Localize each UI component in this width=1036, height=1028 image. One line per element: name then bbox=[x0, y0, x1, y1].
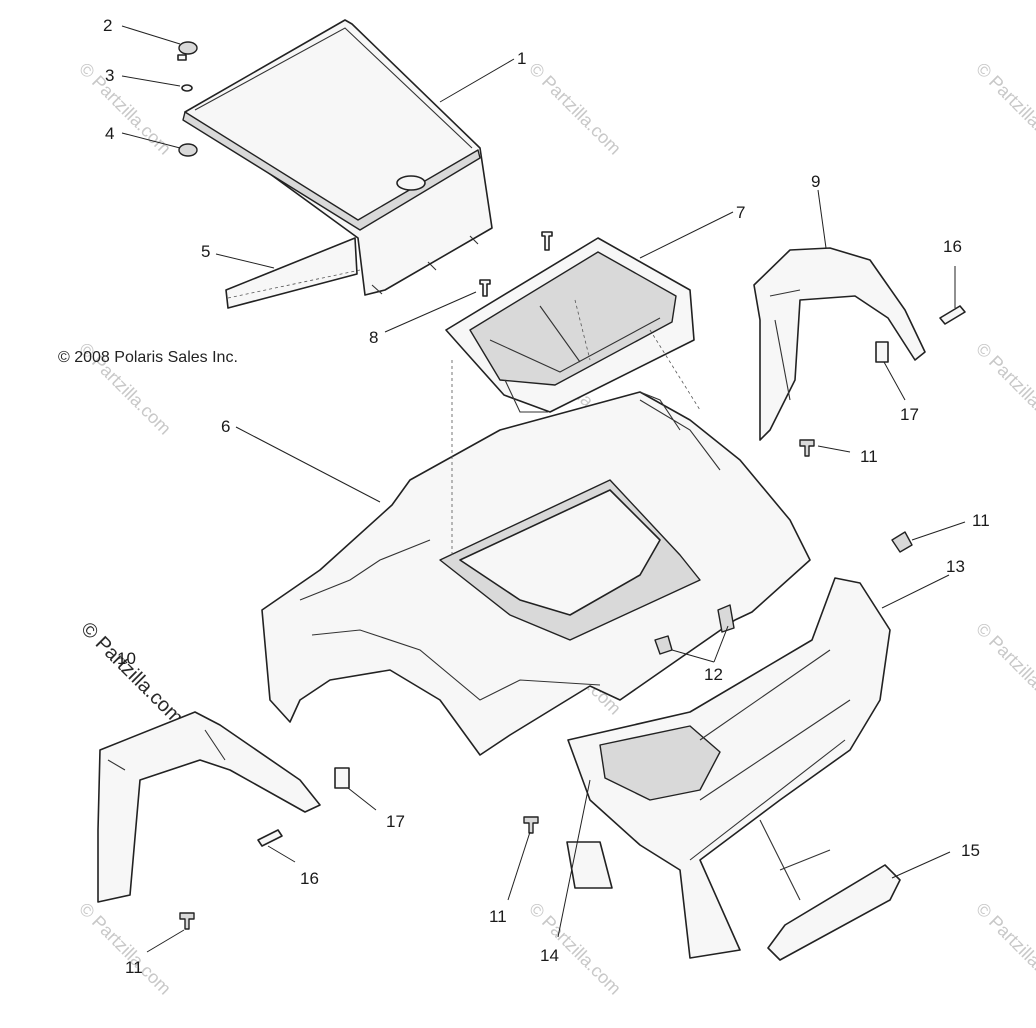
watermark-text: © Partzilla.com bbox=[972, 619, 1036, 719]
callout-16: 16 bbox=[300, 869, 319, 888]
skid-plate-icon bbox=[767, 864, 901, 961]
callout-7: 7 bbox=[736, 203, 745, 222]
callout-11: 11 bbox=[860, 447, 878, 466]
decal-icon bbox=[566, 841, 613, 889]
screw-icon bbox=[654, 604, 735, 655]
callout-9: 9 bbox=[811, 172, 820, 191]
callout-8: 8 bbox=[369, 328, 378, 347]
watermark-text: © Partzilla.com bbox=[525, 59, 625, 159]
storage-tray-icon bbox=[445, 237, 695, 413]
grommet-icon bbox=[177, 41, 198, 157]
callout-1: 1 bbox=[517, 49, 526, 68]
callout-3: 3 bbox=[105, 66, 114, 85]
callout-11: 11 bbox=[125, 958, 143, 977]
callout-17: 17 bbox=[386, 812, 405, 831]
bolt-icon bbox=[257, 305, 966, 847]
watermark-text: © Partzilla.com bbox=[972, 899, 1036, 999]
callout-5: 5 bbox=[201, 242, 210, 261]
callout-12: 12 bbox=[704, 665, 723, 684]
callout-11: 11 bbox=[489, 907, 507, 926]
leader-lines bbox=[121, 25, 966, 953]
left-fender-icon bbox=[97, 711, 321, 903]
watermark-text: © Partzilla.com bbox=[972, 59, 1036, 159]
front-bumper-icon bbox=[567, 577, 891, 959]
decal-icon bbox=[225, 237, 358, 309]
callout-labels: 2 3 4 1 5 6 7 8 9 10 11 11 11 11 12 13 1… bbox=[103, 16, 990, 977]
callout-11: 11 bbox=[972, 511, 990, 530]
callout-10: 10 bbox=[117, 649, 136, 668]
front-cab-icon bbox=[261, 299, 811, 756]
callout-13: 13 bbox=[946, 557, 965, 576]
right-fender-icon bbox=[753, 247, 926, 441]
clip-icon bbox=[334, 341, 889, 789]
callout-15: 15 bbox=[961, 841, 980, 860]
watermark-text-dark: © Partzilla.com bbox=[76, 618, 187, 729]
push-rivet-icon bbox=[179, 439, 913, 930]
callout-14: 14 bbox=[540, 946, 559, 965]
watermark-text: © Partzilla.com bbox=[75, 899, 175, 999]
storage-lid-icon bbox=[182, 19, 493, 296]
callout-4: 4 bbox=[105, 124, 114, 143]
screw-icon bbox=[479, 231, 553, 297]
callout-6: 6 bbox=[221, 417, 230, 436]
copyright-notice: © 2008 Polaris Sales Inc. bbox=[58, 349, 238, 366]
watermark-text: © Partzilla.com bbox=[972, 339, 1036, 439]
callout-17: 17 bbox=[900, 405, 919, 424]
callout-2: 2 bbox=[103, 16, 112, 35]
callout-16: 16 bbox=[943, 237, 962, 256]
watermark-text: © Partzilla.com bbox=[75, 59, 175, 159]
